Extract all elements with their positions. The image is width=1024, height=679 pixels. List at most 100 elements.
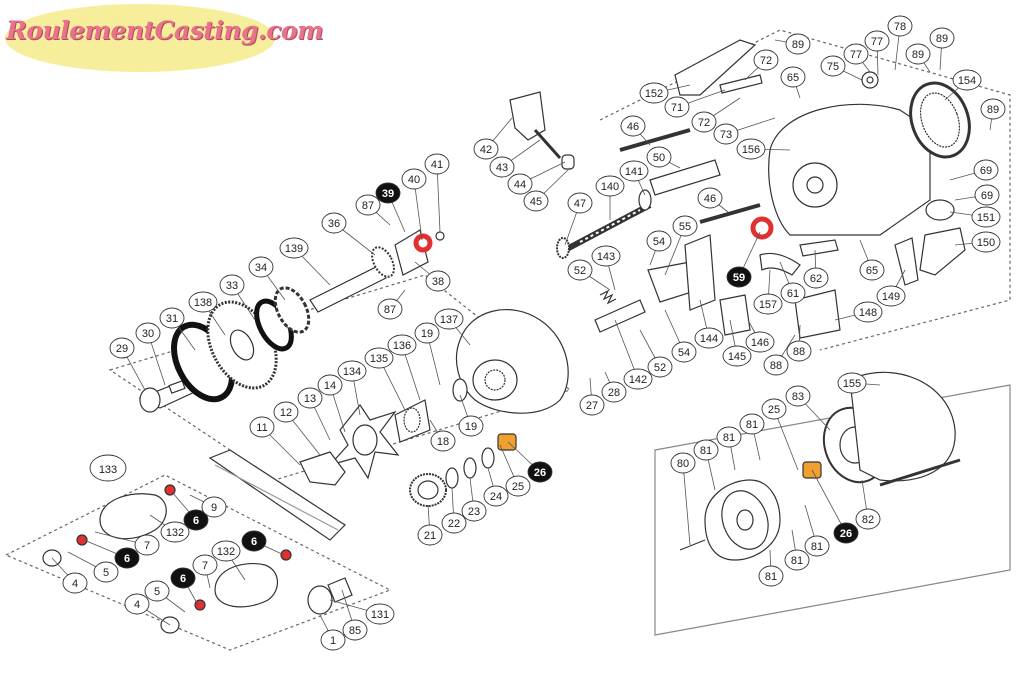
callout-89d[interactable]: 89	[980, 98, 1006, 120]
callout-152[interactable]: 152	[639, 82, 669, 104]
callout-42[interactable]: 42	[473, 138, 499, 160]
callout-14[interactable]: 14	[317, 374, 343, 396]
callout-81b[interactable]: 81	[716, 426, 742, 448]
callout-6d[interactable]: 6	[241, 530, 267, 552]
callout-52a[interactable]: 52	[567, 259, 593, 281]
callout-7a[interactable]: 7	[134, 534, 160, 556]
callout-88a[interactable]: 88	[786, 340, 812, 362]
callout-62[interactable]: 62	[803, 267, 829, 289]
callout-82[interactable]: 82	[855, 508, 881, 530]
callout-11[interactable]: 11	[249, 416, 275, 438]
callout-65a[interactable]: 65	[780, 66, 806, 88]
site-logo[interactable]: RoulementCasting.com	[0, 0, 324, 72]
callout-54b[interactable]: 54	[671, 341, 697, 363]
callout-27[interactable]: 27	[579, 394, 605, 416]
callout-78[interactable]: 78	[887, 15, 913, 37]
callout-26a[interactable]: 26	[527, 461, 553, 483]
callout-29[interactable]: 29	[109, 337, 135, 359]
callout-69a[interactable]: 69	[973, 159, 999, 181]
callout-9[interactable]: 9	[201, 496, 227, 518]
callout-154[interactable]: 154	[952, 69, 982, 91]
callout-12[interactable]: 12	[273, 401, 299, 423]
callout-25b[interactable]: 25	[761, 398, 787, 420]
callout-5b[interactable]: 5	[144, 580, 170, 602]
callout-44[interactable]: 44	[507, 173, 533, 195]
callout-39[interactable]: 39	[375, 182, 401, 204]
callout-131[interactable]: 131	[365, 603, 395, 625]
callout-30[interactable]: 30	[135, 322, 161, 344]
callout-59[interactable]: 59	[726, 266, 752, 288]
callout-4b[interactable]: 4	[124, 593, 150, 615]
callout-138[interactable]: 138	[188, 291, 218, 313]
callout-5a[interactable]: 5	[93, 561, 119, 583]
callout-50[interactable]: 50	[646, 146, 672, 168]
callout-149[interactable]: 149	[876, 285, 906, 307]
callout-140[interactable]: 140	[595, 175, 625, 197]
callout-24[interactable]: 24	[483, 485, 509, 507]
callout-13[interactable]: 13	[297, 387, 323, 409]
callout-33[interactable]: 33	[219, 274, 245, 296]
callout-89c[interactable]: 89	[929, 27, 955, 49]
callout-6a[interactable]: 6	[183, 509, 209, 531]
callout-150[interactable]: 150	[971, 231, 1001, 253]
callout-80[interactable]: 80	[670, 452, 696, 474]
callout-65b[interactable]: 65	[859, 259, 885, 281]
callout-55[interactable]: 55	[672, 215, 698, 237]
callout-52b[interactable]: 52	[647, 356, 673, 378]
callout-141[interactable]: 141	[619, 160, 649, 182]
callout-41[interactable]: 41	[424, 153, 450, 175]
callout-136[interactable]: 136	[387, 334, 417, 356]
callout-157[interactable]: 157	[753, 293, 783, 315]
callout-77b[interactable]: 77	[843, 43, 869, 65]
callout-28[interactable]: 28	[601, 381, 627, 403]
callout-143[interactable]: 143	[591, 245, 621, 267]
callout-19a[interactable]: 19	[414, 322, 440, 344]
callout-69b[interactable]: 69	[974, 184, 1000, 206]
callout-72a[interactable]: 72	[753, 49, 779, 71]
callout-6b[interactable]: 6	[114, 547, 140, 569]
callout-21[interactable]: 21	[417, 524, 443, 546]
callout-81c[interactable]: 81	[739, 413, 765, 435]
callout-34[interactable]: 34	[248, 256, 274, 278]
callout-19b[interactable]: 19	[458, 415, 484, 437]
callout-43[interactable]: 43	[489, 156, 515, 178]
callout-146[interactable]: 146	[745, 331, 775, 353]
callout-148[interactable]: 148	[853, 301, 883, 323]
callout-75[interactable]: 75	[820, 55, 846, 77]
callout-81e[interactable]: 81	[784, 549, 810, 571]
callout-7b[interactable]: 7	[192, 554, 218, 576]
callout-4a[interactable]: 4	[62, 572, 88, 594]
callout-77a[interactable]: 77	[864, 30, 890, 52]
callout-139[interactable]: 139	[279, 237, 309, 259]
callout-38[interactable]: 38	[425, 270, 451, 292]
callout-132b[interactable]: 132	[211, 540, 241, 562]
callout-71[interactable]: 71	[664, 96, 690, 118]
callout-36[interactable]: 36	[321, 212, 347, 234]
callout-87a[interactable]: 87	[355, 194, 381, 216]
callout-87b[interactable]: 87	[377, 298, 403, 320]
callout-81d[interactable]: 81	[804, 535, 830, 557]
callout-45[interactable]: 45	[523, 190, 549, 212]
callout-22[interactable]: 22	[441, 512, 467, 534]
callout-46a[interactable]: 46	[620, 115, 646, 137]
callout-145[interactable]: 145	[722, 345, 752, 367]
callout-135[interactable]: 135	[364, 347, 394, 369]
callout-81f[interactable]: 81	[758, 565, 784, 587]
callout-142[interactable]: 142	[623, 368, 653, 390]
callout-83[interactable]: 83	[785, 385, 811, 407]
callout-88b[interactable]: 88	[763, 354, 789, 376]
callout-18[interactable]: 18	[430, 430, 456, 452]
callout-54a[interactable]: 54	[646, 230, 672, 252]
callout-26b[interactable]: 26	[833, 522, 859, 544]
callout-72b[interactable]: 72	[691, 111, 717, 133]
callout-134[interactable]: 134	[337, 360, 367, 382]
callout-61[interactable]: 61	[780, 282, 806, 304]
callout-73[interactable]: 73	[713, 123, 739, 145]
callout-89a[interactable]: 89	[785, 33, 811, 55]
callout-132a[interactable]: 132	[160, 521, 190, 543]
callout-133[interactable]: 133	[89, 454, 127, 482]
callout-1[interactable]: 1	[320, 629, 346, 651]
callout-31[interactable]: 31	[159, 307, 185, 329]
callout-137[interactable]: 137	[434, 308, 464, 330]
callout-23[interactable]: 23	[461, 500, 487, 522]
